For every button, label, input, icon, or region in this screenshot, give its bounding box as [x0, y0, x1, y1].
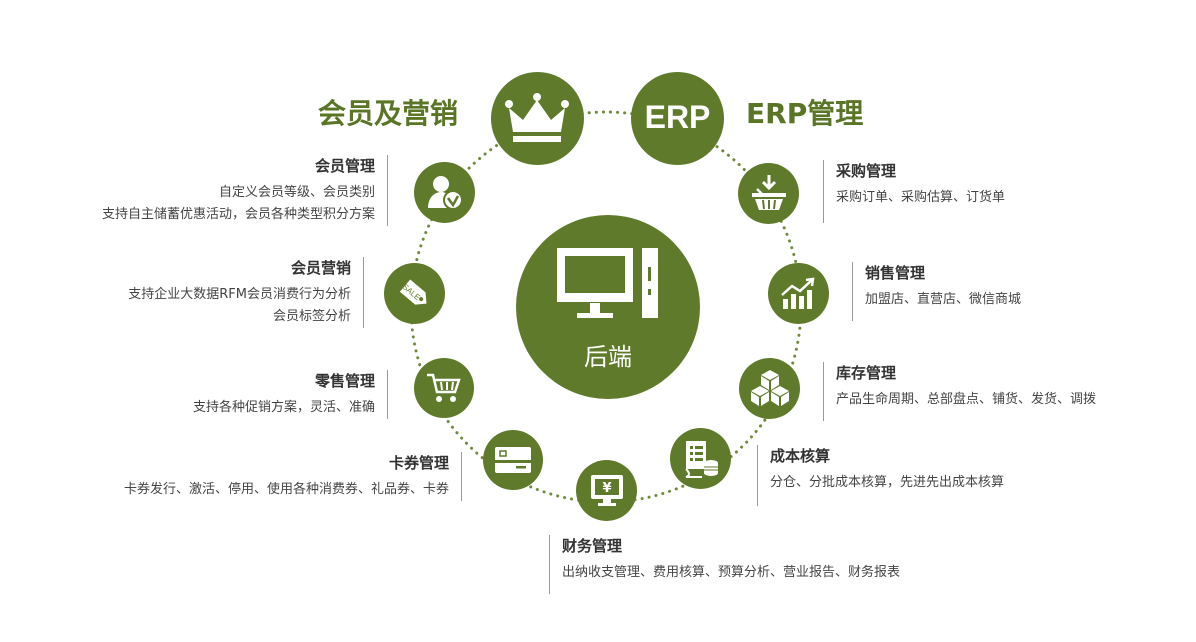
sales-mgmt-icon-circle	[768, 263, 829, 324]
inventory-mgmt-title: 库存管理	[836, 364, 897, 382]
member-marketing-icon-circle: SALE	[384, 263, 445, 324]
inventory-mgmt-block: 库存管理 产品生命周期、总部盘点、铺货、发货、调拨	[823, 362, 1096, 421]
member-marketing-block: 会员营销 支持企业大数据RFM会员消费行为分析 会员标签分析	[128, 257, 364, 328]
member-marketing-module-title: 会员营销	[290, 259, 351, 277]
card-icon	[495, 447, 531, 473]
erp-management-title: ERP管理	[746, 97, 864, 130]
member-marketing-line-2: 会员标签分析	[272, 309, 351, 324]
member-mgmt-line-1: 自定义会员等级、会员类别	[218, 185, 375, 200]
erp-circle: ERP	[631, 72, 724, 165]
coupon-mgmt-line-1: 卡券发行、激活、停用、使用各种消费券、礼品券、卡券	[123, 482, 449, 497]
monitor-icon	[557, 248, 658, 318]
sales-mgmt-block: 销售管理 加盟店、直营店、微信商城	[852, 262, 1021, 321]
ledger-coins-icon	[685, 441, 718, 478]
crown-icon	[505, 93, 569, 142]
shopping-cart-icon	[427, 373, 461, 402]
yen-monitor-icon: ¥	[591, 475, 623, 506]
center-backend-circle: 后端	[516, 215, 700, 399]
cost-accounting-block: 成本核算 分仓、分批成本核算，先进先出成本核算	[757, 445, 1004, 506]
purchase-mgmt-icon-circle	[738, 163, 799, 224]
crown-circle	[491, 72, 584, 165]
coupon-mgmt-block: 卡券管理 卡券发行、激活、停用、使用各种消费券、礼品券、卡券	[124, 452, 462, 501]
member-mgmt-title: 会员管理	[314, 157, 375, 175]
purchase-mgmt-block: 采购管理 采购订单、采购估算、订货单	[823, 160, 1005, 223]
inventory-mgmt-line-1: 产品生命周期、总部盘点、铺货、发货、调拨	[836, 392, 1097, 407]
purchase-mgmt-line-1: 采购订单、采购估算、订货单	[836, 190, 1006, 205]
sales-mgmt-title: 销售管理	[865, 264, 926, 282]
member-mgmt-icon-circle	[414, 162, 475, 223]
cost-accounting-line-1: 分仓、分批成本核算，先进先出成本核算	[770, 475, 1005, 490]
member-mgmt-line-2: 支持自主储蓄优惠活动，会员各种类型积分方案	[101, 207, 375, 222]
purchase-mgmt-title: 采购管理	[836, 162, 897, 180]
retail-mgmt-line-1: 支持各种促销方案，灵活、准确	[192, 400, 375, 415]
finance-mgmt-block: 财务管理 出纳收支管理、费用核算、预算分析、营业报告、财务报表	[549, 535, 900, 594]
cost-accounting-icon-circle	[670, 428, 731, 489]
cost-accounting-title: 成本核算	[770, 447, 831, 465]
center-label: 后端	[584, 343, 632, 371]
erp-badge: ERP	[644, 99, 711, 135]
basket-icon	[752, 175, 786, 210]
yen-symbol: ¥	[602, 481, 611, 496]
retail-mgmt-title: 零售管理	[314, 372, 375, 390]
member-mgmt-block: 会员管理 自定义会员等级、会员类别 支持自主储蓄优惠活动，会员各种类型积分方案	[102, 155, 388, 226]
inventory-mgmt-icon-circle	[739, 358, 800, 419]
retail-mgmt-icon-circle	[414, 358, 474, 418]
sales-mgmt-line-1: 加盟店、直营店、微信商城	[865, 292, 1022, 307]
finance-mgmt-line-1: 出纳收支管理、费用核算、预算分析、营业报告、财务报表	[562, 565, 901, 580]
finance-mgmt-icon-circle: ¥	[576, 460, 637, 521]
finance-mgmt-title: 财务管理	[562, 537, 623, 555]
growth-chart-icon	[781, 277, 815, 309]
coupon-mgmt-title: 卡券管理	[388, 454, 449, 472]
boxes-icon	[751, 370, 789, 406]
sale-tag-icon: SALE	[399, 279, 427, 305]
coupon-mgmt-icon-circle	[483, 430, 543, 490]
member-marketing-title: 会员及营销	[318, 97, 459, 130]
retail-mgmt-block: 零售管理 支持各种促销方案，灵活、准确	[193, 370, 388, 419]
member-marketing-line-1: 支持企业大数据RFM会员消费行为分析	[128, 287, 351, 302]
member-check-icon	[428, 176, 463, 210]
